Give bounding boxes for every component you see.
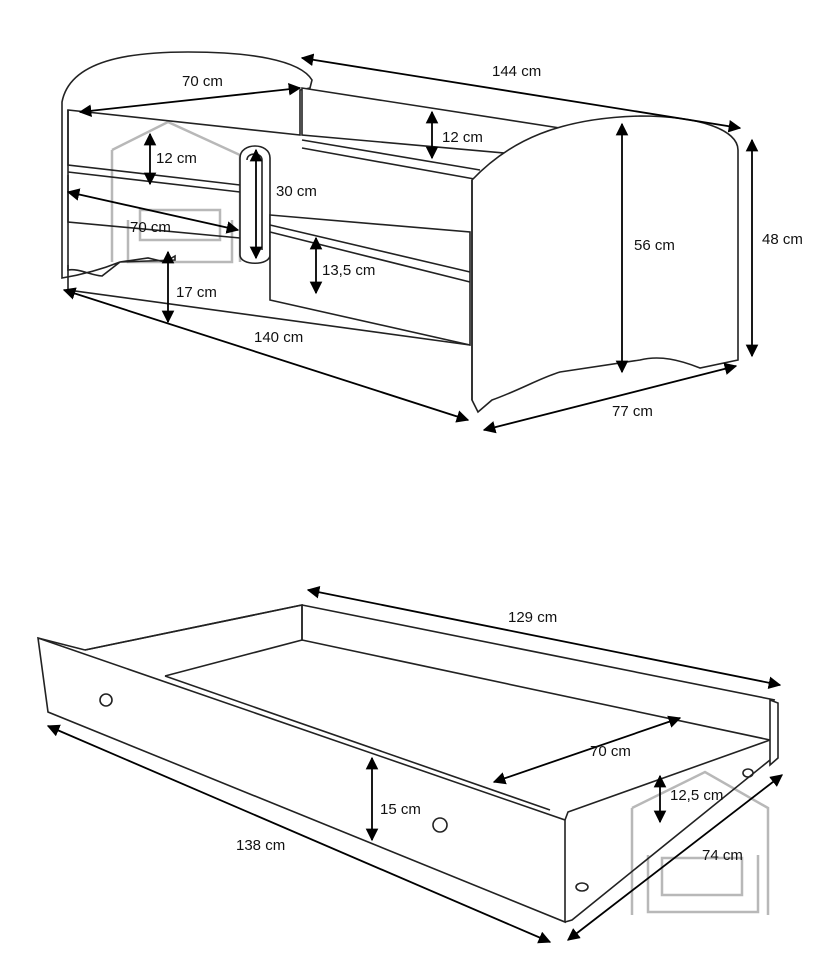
watermark-logo-bed — [110, 120, 242, 264]
bed-side-panel — [269, 214, 471, 346]
dim-side-height: 13,5 cm — [322, 262, 375, 279]
dim-inner-height: 56 cm — [634, 237, 675, 254]
drawer-drawing: 129 cm 70 cm 15 cm 12,5 cm 138 cm 74 cm — [37, 586, 783, 944]
dim-drawer-length: 129 cm — [508, 609, 557, 626]
dim-drawer-width: 70 cm — [590, 743, 631, 760]
dim-total-length: 144 cm — [492, 63, 541, 80]
drawer-handle-left — [99, 693, 113, 707]
dim-rail-height: 12 cm — [442, 129, 483, 146]
dim-clearance: 17 cm — [176, 284, 217, 301]
dim-drawer-inner-height: 12,5 cm — [670, 787, 723, 804]
dim-depth: 77 cm — [612, 403, 653, 420]
dim-drawer-front-length: 138 cm — [236, 837, 285, 854]
dim-headboard-width: 70 cm — [182, 73, 223, 90]
dim-guard-width: 70 cm — [130, 219, 171, 236]
dim-inner-length: 140 cm — [254, 329, 303, 346]
bed-drawing: 70 cm 144 cm 12 cm 12 cm 30 cm 70 cm 13,… — [61, 51, 803, 434]
dim-drawer-depth: 74 cm — [702, 847, 743, 864]
drawer-wheel — [742, 768, 754, 778]
drawer-front-panel — [37, 636, 566, 924]
bed-safety-guard — [239, 145, 271, 265]
bed-footboard — [471, 115, 739, 414]
drawer-wheel — [575, 882, 589, 892]
dim-guard-height: 30 cm — [276, 183, 317, 200]
dim-total-height: 48 cm — [762, 231, 803, 248]
dim-inner-board: 12 cm — [156, 150, 197, 167]
dim-drawer-height: 15 cm — [380, 801, 421, 818]
